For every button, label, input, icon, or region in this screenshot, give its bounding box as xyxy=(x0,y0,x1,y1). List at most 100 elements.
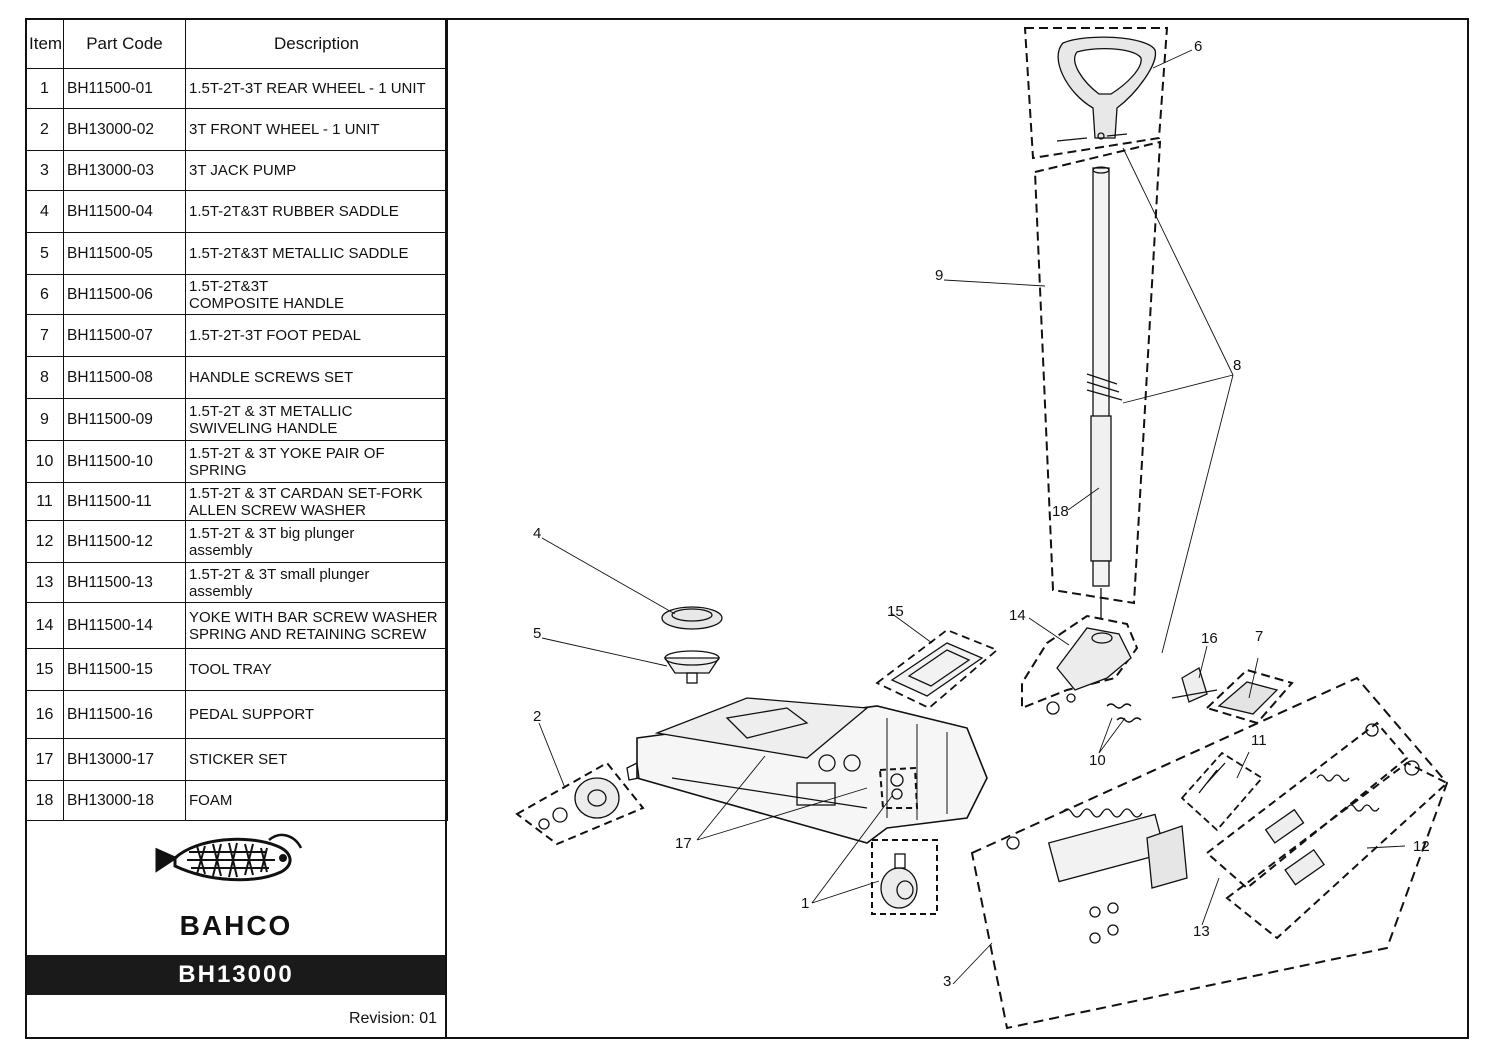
row-item-number: 10 xyxy=(25,440,64,483)
row-description: 1.5T-2T & 3T YOKE PAIR OF SPRING xyxy=(185,440,448,483)
row-description: 1.5T-2T & 3T big plunger assembly xyxy=(185,520,448,563)
row-item-number: 16 xyxy=(25,690,64,739)
callout-number-9: 9 xyxy=(935,267,943,284)
jack-pump-part xyxy=(970,676,1449,1030)
callout-number-2: 2 xyxy=(533,708,541,725)
row-item-number: 3 xyxy=(25,150,64,191)
row-part-code: BH13000-02 xyxy=(63,108,186,151)
logo-area: BAHCO xyxy=(27,820,445,952)
row-part-code: BH11500-01 xyxy=(63,68,186,109)
row-description: 1.5T-2T & 3T METALLIC SWIVELING HANDLE xyxy=(185,398,448,441)
callout-number-6: 6 xyxy=(1194,38,1202,55)
callout-number-5: 5 xyxy=(533,625,541,642)
row-description: 1.5T-2T-3T FOOT PEDAL xyxy=(185,314,448,357)
row-part-code: BH11500-11 xyxy=(63,482,186,521)
row-part-code: BH11500-12 xyxy=(63,520,186,563)
foot-pedal-part xyxy=(1205,668,1294,725)
row-item-number: 12 xyxy=(25,520,64,563)
row-part-code: BH11500-08 xyxy=(63,356,186,399)
row-part-code: BH11500-14 xyxy=(63,602,186,649)
row-part-code: BH11500-09 xyxy=(63,398,186,441)
row-item-number: 11 xyxy=(25,482,64,521)
swiveling-handle-part xyxy=(1086,166,1123,618)
row-item-number: 4 xyxy=(25,190,64,233)
row-description: FOAM xyxy=(185,780,448,821)
row-description: HANDLE SCREWS SET xyxy=(185,356,448,399)
row-part-code: BH13000-17 xyxy=(63,738,186,781)
row-part-code: BH13000-03 xyxy=(63,150,186,191)
callout-number-3: 3 xyxy=(943,973,951,990)
row-item-number: 14 xyxy=(25,602,64,649)
bahco-fish-logo-icon xyxy=(155,833,303,882)
revision-label: Revision: 01 xyxy=(348,1010,437,1027)
row-description: TOOL TRAY xyxy=(185,648,448,691)
row-item-number: 18 xyxy=(25,780,64,821)
callout-number-13: 13 xyxy=(1193,923,1210,940)
row-item-number: 17 xyxy=(25,738,64,781)
yoke-part xyxy=(1021,614,1139,715)
callout-number-11: 11 xyxy=(1251,732,1267,749)
callout-number-8: 8 xyxy=(1233,357,1241,374)
row-item-number: 13 xyxy=(25,562,64,603)
row-description: 1.5T-2T & 3T small plunger assembly xyxy=(185,562,448,603)
cardan-set-part xyxy=(1180,751,1264,832)
jack-body-part xyxy=(626,697,988,844)
row-description: 1.5T-2T&3T RUBBER SADDLE xyxy=(185,190,448,233)
callout-number-18: 18 xyxy=(1052,503,1069,520)
rubber-saddle-part xyxy=(661,606,723,630)
callout-number-4: 4 xyxy=(533,525,541,542)
pedal-support-part xyxy=(1171,667,1218,703)
row-item-number: 5 xyxy=(25,232,64,275)
row-description: 1.5T-2T-3T REAR WHEEL - 1 UNIT xyxy=(185,68,448,109)
row-part-code: BH11500-13 xyxy=(63,562,186,603)
composite-handle-part xyxy=(1023,27,1169,160)
header-part-code: Part Code xyxy=(63,18,186,69)
metallic-saddle-part xyxy=(663,650,721,684)
row-item-number: 7 xyxy=(25,314,64,357)
row-description: 3T FRONT WHEEL - 1 UNIT xyxy=(185,108,448,151)
row-description: 1.5T-2T&3T COMPOSITE HANDLE xyxy=(185,274,448,315)
callout-number-10: 10 xyxy=(1089,752,1106,769)
front-wheel-part xyxy=(515,761,645,846)
rear-wheel-part xyxy=(871,766,938,915)
row-part-code: BH11500-16 xyxy=(63,690,186,739)
row-item-number: 6 xyxy=(25,274,64,315)
row-part-code: BH11500-04 xyxy=(63,190,186,233)
yoke-springs-part xyxy=(1106,703,1142,723)
callout-number-16: 16 xyxy=(1201,630,1218,647)
tool-tray-part xyxy=(875,628,999,710)
table-header-row: Item Part Code Description xyxy=(25,18,448,69)
row-part-code: BH11500-06 xyxy=(63,274,186,315)
callout-number-12: 12 xyxy=(1413,838,1430,855)
header-description: Description xyxy=(185,18,448,69)
callout-number-14: 14 xyxy=(1009,607,1026,624)
row-item-number: 8 xyxy=(25,356,64,399)
callout-number-1: 1 xyxy=(801,895,809,912)
row-description: 1.5T-2T & 3T CARDAN SET-FORK ALLEN SCREW… xyxy=(185,482,448,521)
row-description: YOKE WITH BAR SCREW WASHER SPRING AND RE… xyxy=(185,602,448,649)
row-item-number: 9 xyxy=(25,398,64,441)
row-part-code: BH11500-07 xyxy=(63,314,186,357)
callout-number-15: 15 xyxy=(887,603,904,620)
row-part-code: BH13000-18 xyxy=(63,780,186,821)
row-part-code: BH11500-05 xyxy=(63,232,186,275)
row-description: 1.5T-2T&3T METALLIC SADDLE xyxy=(185,232,448,275)
leader-lines xyxy=(538,49,1406,985)
